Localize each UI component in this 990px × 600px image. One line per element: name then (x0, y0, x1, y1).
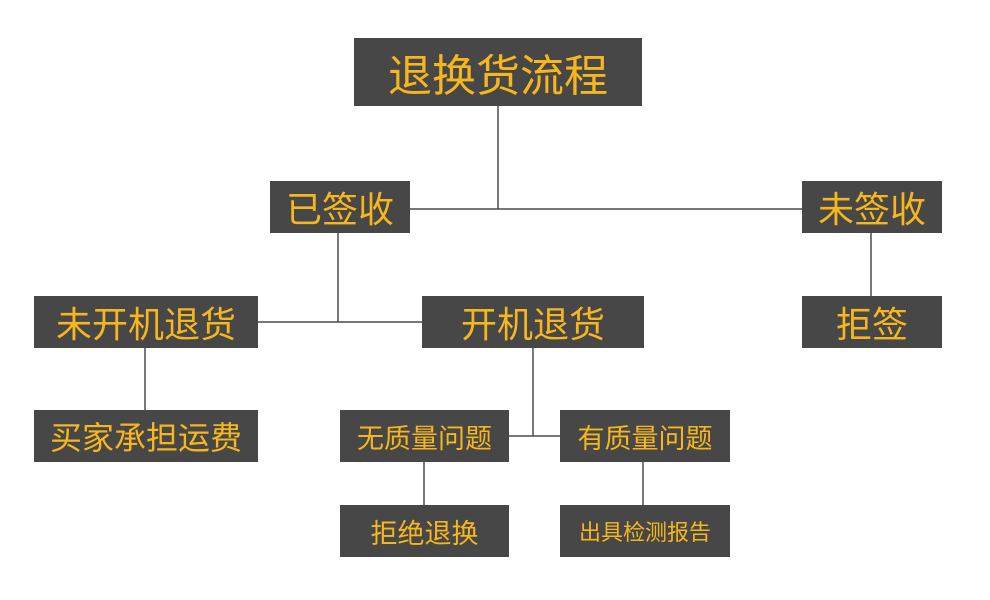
node-refuse-sign: 拒签 (802, 296, 942, 348)
node-buyer-pays-shipping: 买家承担运费 (34, 410, 258, 462)
node-no-quality-issue: 无质量问题 (340, 410, 509, 462)
node-refuse-return: 拒绝退换 (340, 505, 509, 557)
node-unsigned: 未签收 (802, 181, 942, 233)
node-has-quality-issue: 有质量问题 (560, 410, 730, 462)
node-return-process-title: 退换货流程 (354, 38, 642, 106)
node-issue-test-report: 出具检测报告 (560, 505, 730, 557)
node-opened-return: 开机退货 (422, 296, 644, 348)
node-signed: 已签收 (270, 181, 410, 233)
node-unopened-return: 未开机退货 (34, 296, 258, 348)
